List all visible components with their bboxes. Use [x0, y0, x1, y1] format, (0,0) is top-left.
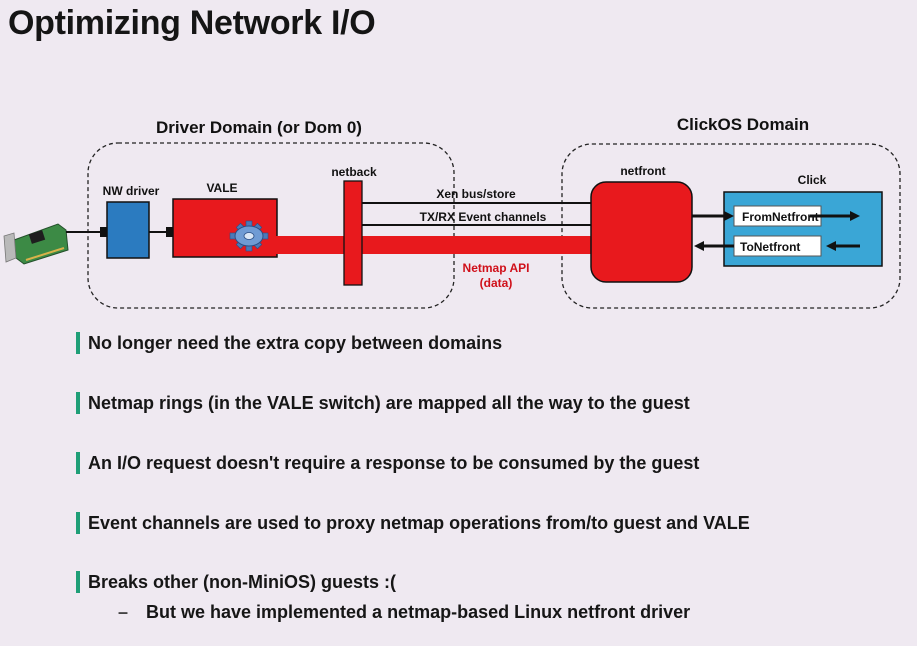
- netfront-box: [590, 181, 693, 283]
- netmap-api-sublabel: (data): [480, 276, 513, 290]
- from-netfront-label: FromNetfront: [742, 210, 819, 224]
- nw-driver-label: NW driver: [103, 184, 160, 198]
- bullet-item: Event channels are used to proxy netmap …: [76, 512, 750, 534]
- nic-card-icon: [3, 223, 69, 265]
- sub-bullet-text: But we have implemented a netmap-based L…: [146, 602, 691, 622]
- to-netfront-label: ToNetfront: [740, 240, 800, 254]
- vale-label: VALE: [206, 181, 237, 195]
- nw-driver-box: [106, 201, 150, 259]
- sub-bullet-item: –But we have implemented a netmap-based …: [118, 602, 690, 623]
- netmap-api-label: Netmap API: [463, 261, 530, 275]
- bullet-text: Breaks other (non-MiniOS) guests :(: [88, 571, 397, 592]
- bullet-marker: [76, 571, 80, 593]
- netmap-data-channel: [252, 236, 600, 254]
- bullet-marker: [76, 392, 80, 414]
- netfront-label: netfront: [620, 164, 665, 178]
- netback-bar: [343, 180, 363, 286]
- page-title: Optimizing Network I/O: [8, 4, 376, 42]
- bullet-text: An I/O request doesn't require a respons…: [88, 452, 700, 473]
- bullet-text: No longer need the extra copy between do…: [88, 332, 503, 353]
- driver-domain-box: [87, 142, 455, 309]
- bullet-marker: [76, 512, 80, 534]
- bullet-item: An I/O request doesn't require a respons…: [76, 452, 699, 474]
- bullet-item: No longer need the extra copy between do…: [76, 332, 502, 354]
- bullet-marker: [76, 452, 80, 474]
- click-label: Click: [798, 173, 827, 187]
- clickos-domain-label: ClickOS Domain: [677, 115, 809, 134]
- driver-domain-label: Driver Domain (or Dom 0): [156, 118, 362, 137]
- xen-bus-label: Xen bus/store: [436, 187, 516, 201]
- event-channels-label: TX/RX Event channels: [420, 210, 547, 224]
- sub-bullet-marker: –: [118, 602, 129, 622]
- bullet-marker: [76, 332, 80, 354]
- gear-icon: [229, 220, 269, 252]
- bullet-text: Event channels are used to proxy netmap …: [88, 512, 750, 533]
- bullet-text: Netmap rings (in the VALE switch) are ma…: [88, 392, 690, 413]
- network-diagram: Driver Domain (or Dom 0) ClickOS Domain …: [3, 115, 901, 309]
- bullet-item: Breaks other (non-MiniOS) guests :(: [76, 571, 396, 593]
- bullet-item: Netmap rings (in the VALE switch) are ma…: [76, 392, 690, 414]
- netback-label: netback: [331, 165, 377, 179]
